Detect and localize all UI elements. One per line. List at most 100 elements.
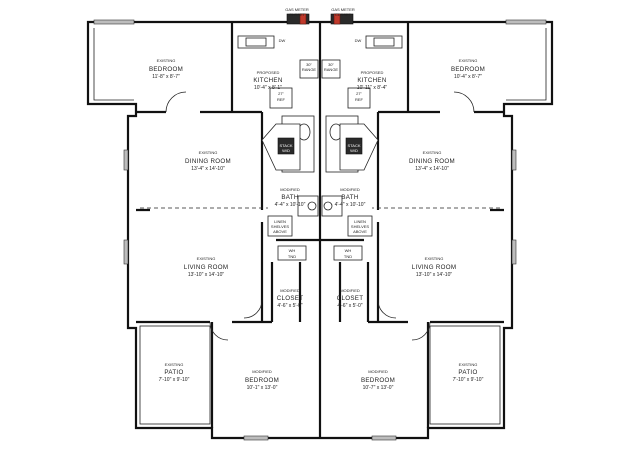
linen-shelf-icon bbox=[347, 215, 373, 237]
svg-text:TND: TND bbox=[288, 254, 296, 259]
sink-icon bbox=[245, 37, 267, 47]
washer-dryer-icon bbox=[345, 137, 363, 155]
sink-basin-icon bbox=[307, 201, 317, 211]
gas-meter-icon bbox=[330, 13, 354, 25]
window bbox=[123, 239, 129, 265]
window bbox=[511, 239, 517, 265]
svg-text:WH: WH bbox=[345, 248, 352, 253]
svg-text:27": 27" bbox=[356, 91, 362, 96]
stack-wd-right bbox=[339, 123, 379, 171]
patio-area bbox=[429, 325, 501, 425]
interior-wall-2 bbox=[320, 222, 504, 428]
svg-text:KITCHEN: KITCHEN bbox=[357, 77, 386, 84]
svg-text:LINEN: LINEN bbox=[274, 219, 286, 224]
svg-text:PROPOSED: PROPOSED bbox=[361, 70, 384, 75]
room-label-kitchen: PROPOSED KITCHEN 10'-11" x 8'-4" bbox=[357, 70, 388, 91]
svg-text:BEDROOM: BEDROOM bbox=[361, 377, 395, 384]
labels-right: EXISTING BEDROOM 10'-4" x 8'-7" PROPOSED… bbox=[324, 7, 485, 391]
fixture-label-ref: 27" REF bbox=[277, 91, 286, 102]
exterior-wall bbox=[320, 20, 554, 440]
svg-text:CLOSET: CLOSET bbox=[277, 295, 304, 302]
svg-text:4'-6" x 5'-0": 4'-6" x 5'-0" bbox=[277, 303, 302, 309]
svg-text:MODIFIED: MODIFIED bbox=[368, 369, 388, 374]
svg-text:10'-11" x 8'-4": 10'-11" x 8'-4" bbox=[357, 85, 388, 91]
svg-text:10'-1" x 13'-0": 10'-1" x 13'-0" bbox=[247, 385, 278, 391]
svg-text:SHELVES: SHELVES bbox=[351, 224, 369, 229]
fixture-label-wh: WH TND bbox=[288, 248, 296, 259]
room-label-closet: MODIFIED CLOSET 4'-6" x 5'-0" bbox=[337, 288, 364, 309]
svg-text:MODIFIED: MODIFIED bbox=[280, 187, 300, 192]
svg-text:REF: REF bbox=[355, 97, 364, 102]
fixture-label-dw: DW bbox=[279, 38, 286, 43]
svg-text:ABOVE: ABOVE bbox=[353, 229, 367, 234]
window bbox=[511, 149, 517, 171]
svg-text:DINING ROOM: DINING ROOM bbox=[409, 158, 455, 165]
svg-text:CLOSET: CLOSET bbox=[335, 12, 352, 17]
svg-text:EXISTING: EXISTING bbox=[197, 256, 216, 261]
svg-text:WH: WH bbox=[289, 248, 296, 253]
svg-text:MODIFIED: MODIFIED bbox=[252, 369, 272, 374]
range-icon bbox=[321, 59, 341, 79]
door-swing bbox=[411, 321, 431, 341]
room-label-bath: MODIFIED BATH 4'-4" x 10'-10" bbox=[335, 187, 366, 208]
linen-shelf-icon bbox=[267, 215, 293, 237]
fixture-label-ref: 27" REF bbox=[355, 91, 364, 102]
range-icon bbox=[299, 59, 319, 79]
room-label-living: EXISTING LIVING ROOM 13'-10" x 14'-10" bbox=[412, 256, 456, 278]
svg-text:11'-8" x 8'-7": 11'-8" x 8'-7" bbox=[152, 74, 180, 80]
fixture-label-stack: STACK W/D bbox=[279, 143, 292, 153]
svg-text:CLOSET: CLOSET bbox=[337, 295, 364, 302]
window bbox=[243, 435, 269, 441]
svg-text:KITCHEN: KITCHEN bbox=[253, 77, 282, 84]
svg-text:MODIFIED: MODIFIED bbox=[340, 187, 360, 192]
room-label-bedroom-2: MODIFIED BEDROOM 10'-1" x 13'-0" bbox=[245, 369, 279, 391]
svg-text:MODIFIED: MODIFIED bbox=[340, 288, 360, 293]
svg-text:BATH: BATH bbox=[281, 194, 298, 201]
svg-text:LINEN: LINEN bbox=[354, 219, 366, 224]
room-label-bedroom: EXISTING BEDROOM 10'-4" x 8'-7" bbox=[451, 58, 485, 80]
svg-text:MODIFIED: MODIFIED bbox=[280, 288, 300, 293]
gas-meter-red-icon bbox=[333, 13, 341, 25]
svg-text:EXISTING: EXISTING bbox=[425, 256, 444, 261]
door-swing bbox=[453, 91, 475, 113]
svg-text:7'-10" x 9'-10": 7'-10" x 9'-10" bbox=[453, 377, 484, 383]
exterior-wall bbox=[86, 20, 320, 440]
svg-text:BEDROOM: BEDROOM bbox=[149, 66, 183, 73]
svg-text:LIVING ROOM: LIVING ROOM bbox=[184, 264, 229, 271]
stack-wd-left bbox=[261, 123, 301, 171]
svg-text:13'-10" x 14'-10": 13'-10" x 14'-10" bbox=[188, 272, 225, 278]
svg-text:4'-4" x 10'-10": 4'-4" x 10'-10" bbox=[335, 202, 366, 208]
svg-text:13'-10" x 14'-10": 13'-10" x 14'-10" bbox=[416, 272, 453, 278]
svg-text:ABOVE: ABOVE bbox=[273, 229, 287, 234]
sink-basin-icon bbox=[323, 201, 333, 211]
unit-left bbox=[86, 13, 320, 441]
door-swing bbox=[165, 91, 187, 113]
window bbox=[505, 19, 547, 25]
svg-text:27": 27" bbox=[278, 91, 284, 96]
svg-text:7'-10" x 9'-10": 7'-10" x 9'-10" bbox=[159, 377, 190, 383]
svg-text:30": 30" bbox=[328, 62, 334, 67]
svg-text:REF: REF bbox=[277, 97, 286, 102]
svg-text:10'-4" x 8'-7": 10'-4" x 8'-7" bbox=[454, 74, 482, 80]
svg-text:30": 30" bbox=[306, 62, 312, 67]
room-label-bath: MODIFIED BATH 4'-4" x 10'-10" bbox=[275, 187, 306, 208]
svg-text:STACK: STACK bbox=[347, 143, 360, 148]
window bbox=[123, 149, 129, 171]
svg-text:PROPOSED: PROPOSED bbox=[257, 70, 280, 75]
svg-text:BEDROOM: BEDROOM bbox=[451, 66, 485, 73]
svg-text:STACK: STACK bbox=[279, 143, 292, 148]
svg-text:EXISTING: EXISTING bbox=[459, 362, 478, 367]
svg-text:EXISTING: EXISTING bbox=[459, 58, 478, 63]
fixture-label-linen: LINEN SHELVES ABOVE bbox=[351, 219, 369, 234]
svg-text:GAS METER: GAS METER bbox=[285, 7, 309, 12]
room-label-living: EXISTING LIVING ROOM 13'-10" x 14'-10" bbox=[184, 256, 229, 278]
door-swing bbox=[377, 299, 397, 319]
svg-text:EXISTING: EXISTING bbox=[199, 150, 218, 155]
gas-meter-icon bbox=[286, 13, 310, 25]
svg-text:PATIO: PATIO bbox=[164, 369, 183, 376]
svg-text:SHELVES: SHELVES bbox=[271, 224, 289, 229]
fridge-icon bbox=[347, 87, 371, 109]
fixture-label-range: 30" RANGE bbox=[324, 62, 339, 72]
window bbox=[371, 435, 397, 441]
unit-right bbox=[320, 13, 554, 441]
